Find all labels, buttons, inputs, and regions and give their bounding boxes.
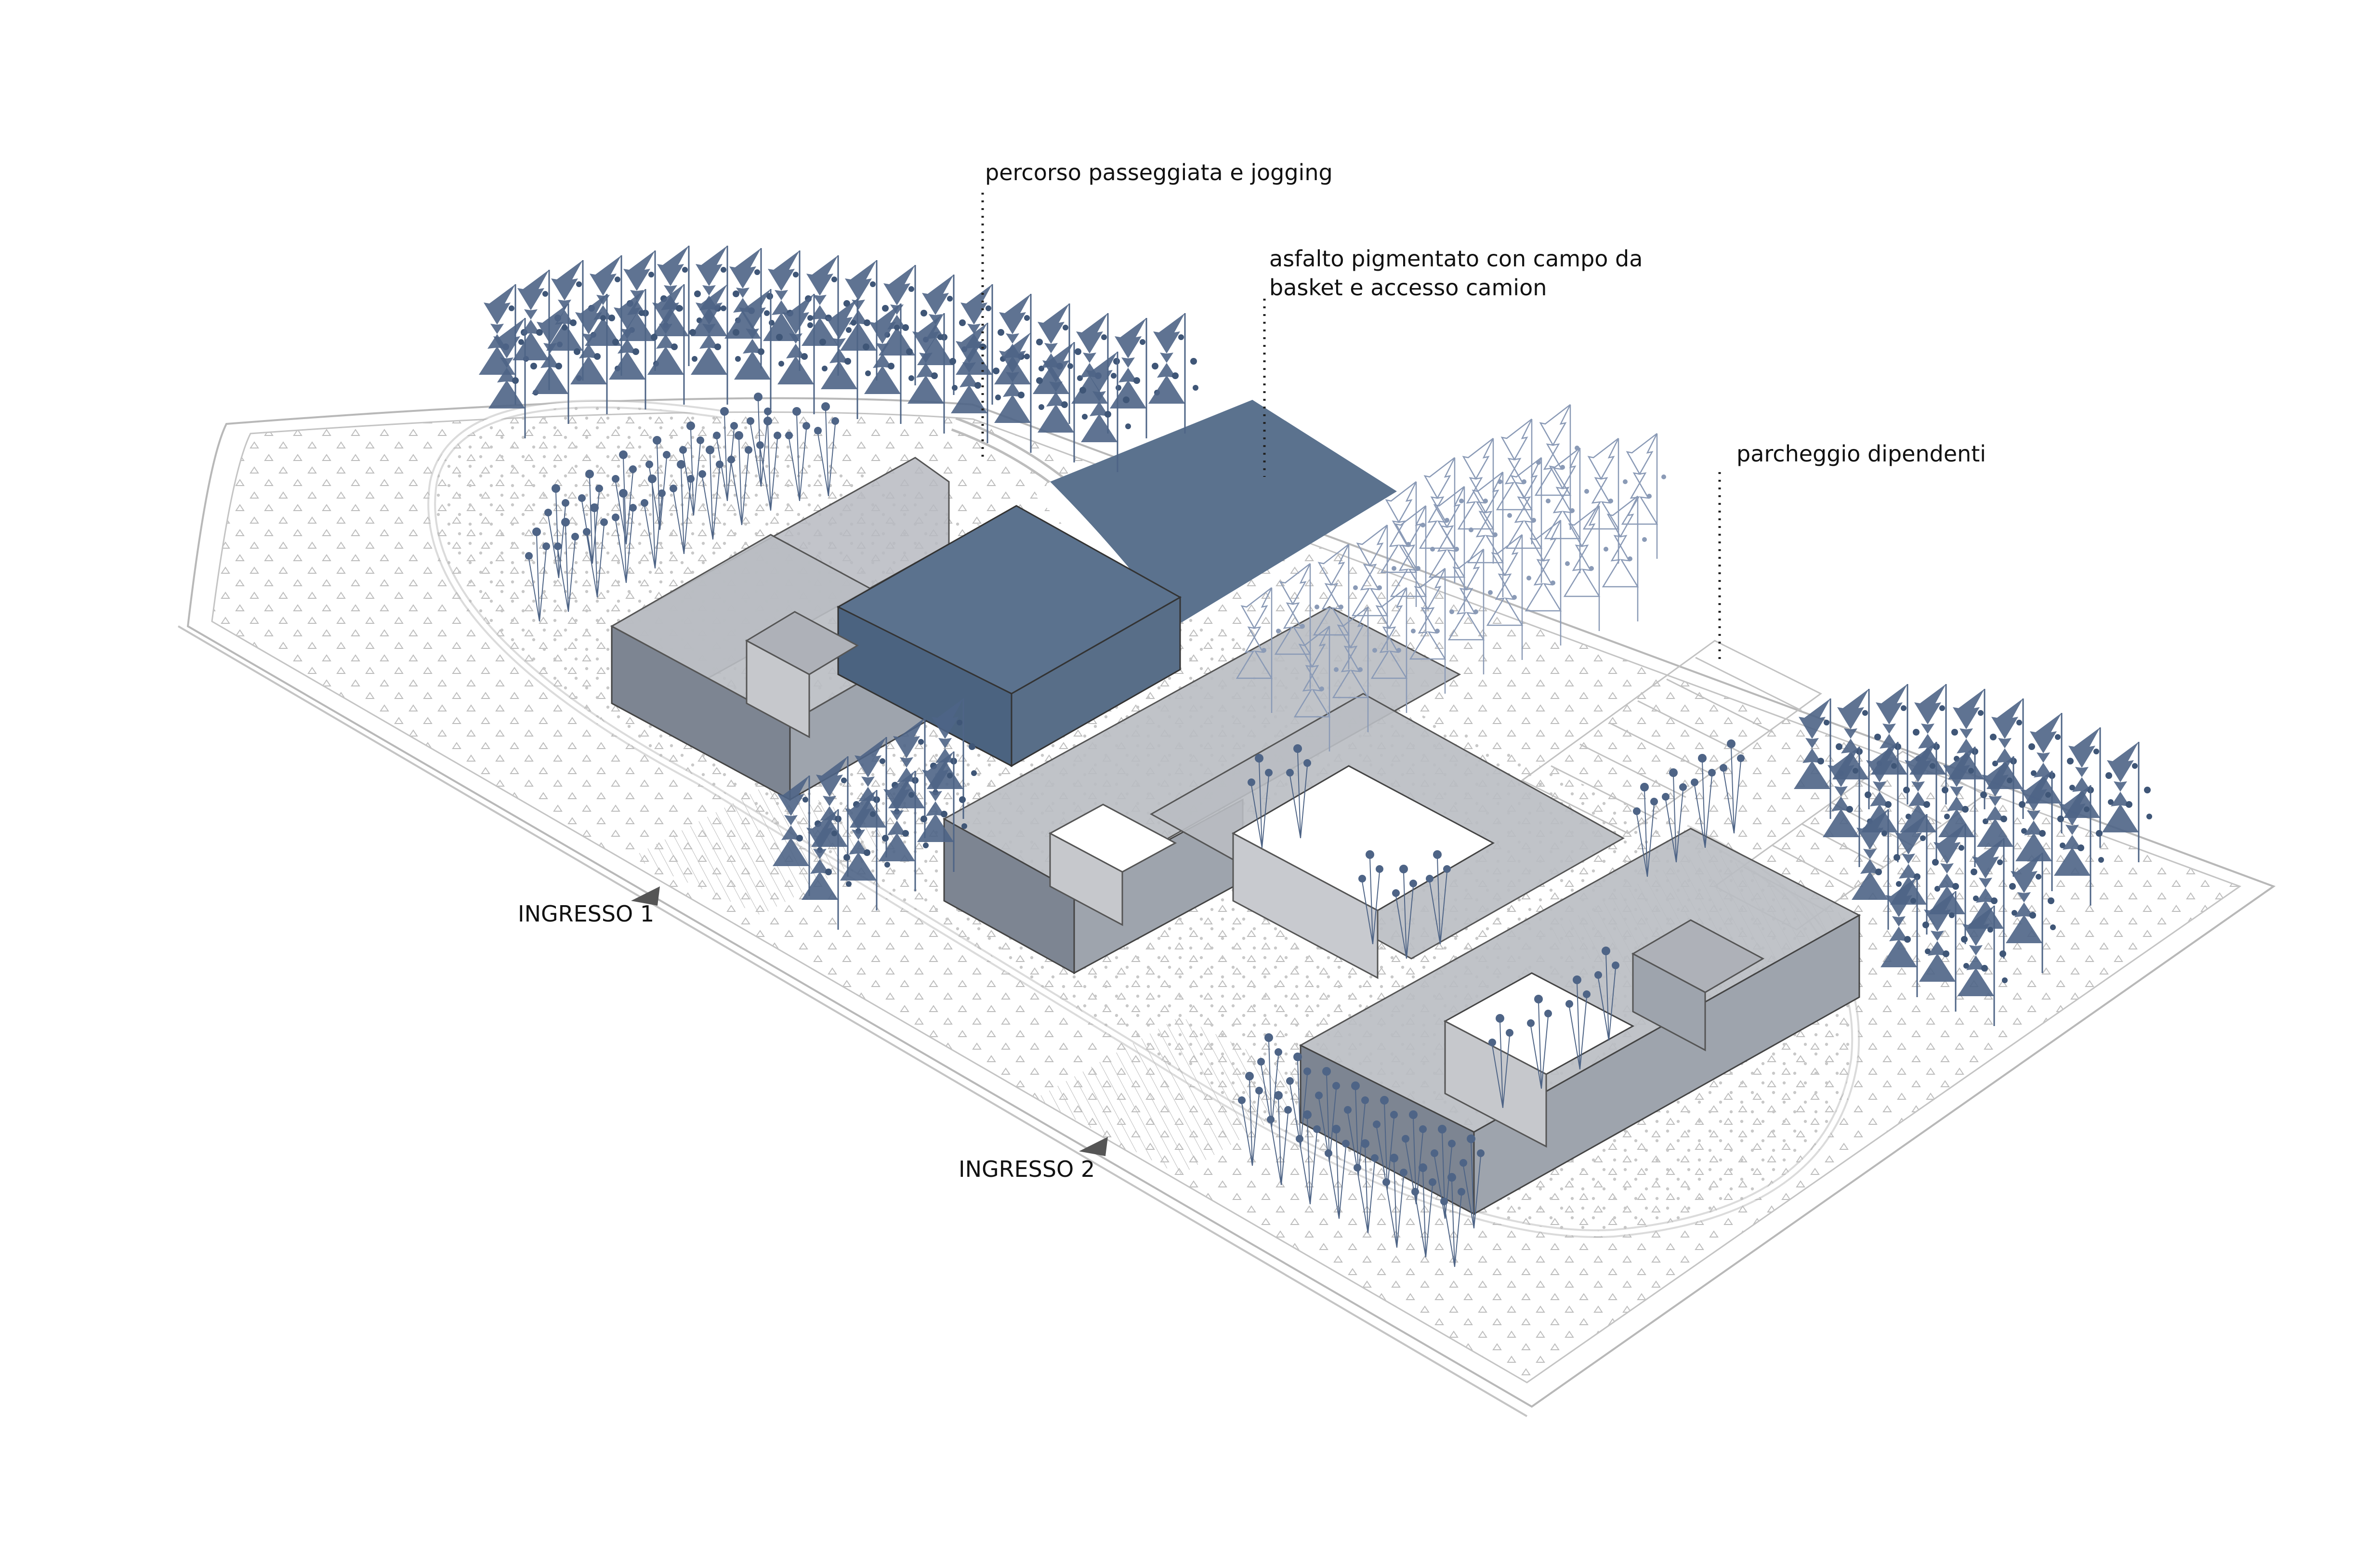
- entrance-arrows: [631, 886, 1108, 1156]
- label-jogging-path: percorso passeggiata e jogging: [985, 159, 1333, 185]
- label-asphalt-line1: asfalto pigmentato con campo da: [1269, 246, 1643, 272]
- label-asphalt-line2: basket e accesso camion: [1269, 275, 1547, 301]
- label-parking: parcheggio dipendenti: [1736, 441, 1986, 467]
- triangle-arrow-icon: [1079, 1137, 1108, 1156]
- leader-lines: [981, 193, 1721, 665]
- building-volumes: [610, 457, 1861, 1215]
- label-entrance-1: INGRESSO 1: [518, 901, 655, 927]
- label-entrance-2: INGRESSO 2: [959, 1156, 1095, 1182]
- triangle-arrow-icon: [631, 886, 660, 906]
